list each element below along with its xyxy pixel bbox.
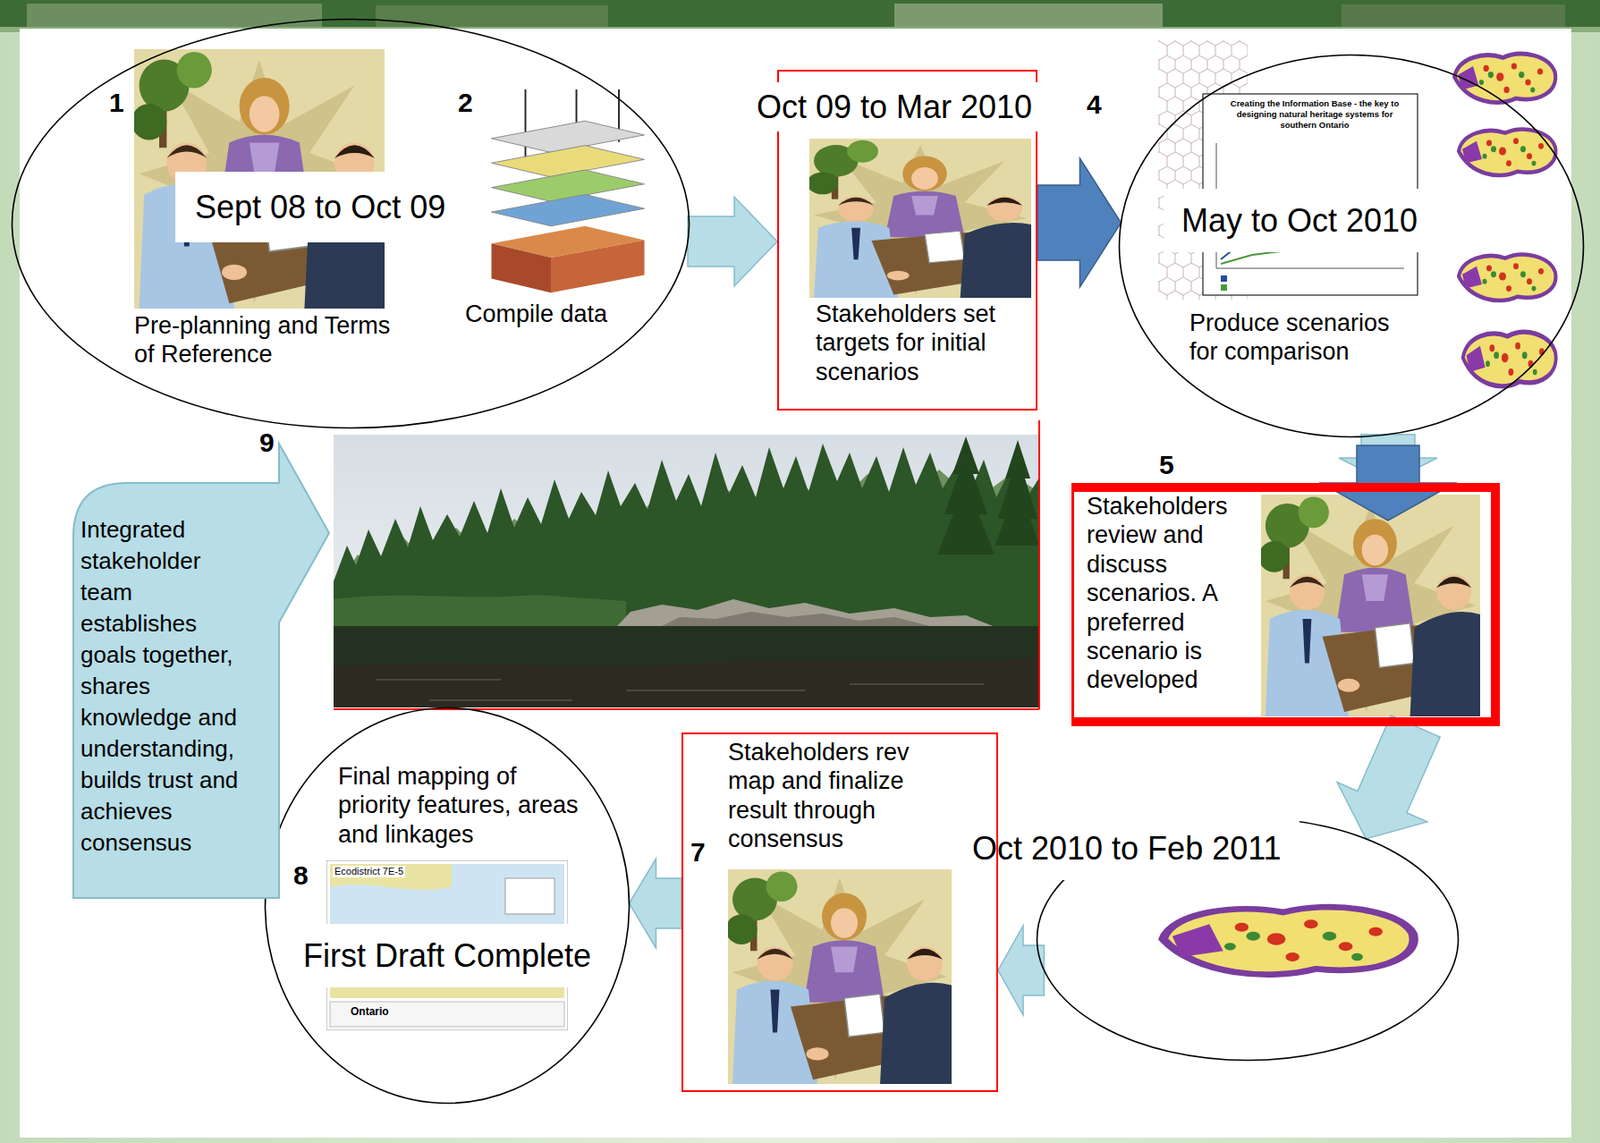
callout-number: 1	[109, 87, 125, 119]
header-band	[0, 0, 1600, 33]
arrow-outline	[73, 443, 330, 898]
water-ripples	[375, 679, 984, 701]
map-logo: Ontario	[350, 1005, 390, 1018]
step-caption: Final mapping of priority features, area…	[338, 761, 587, 849]
map-title: Ecodistrict 7E-5	[332, 865, 406, 878]
step-box: Oct 09 to Mar 2010Stakeholders set targe…	[777, 69, 1038, 411]
date-box: May to Oct 2010	[1163, 188, 1436, 253]
lake-water	[333, 626, 1040, 708]
step-box: Stakeholders rev map and finalize result…	[681, 732, 999, 1093]
block-arrow	[1337, 715, 1440, 839]
step-caption: Stakeholders set targets for initial sce…	[815, 299, 1031, 387]
phase-ellipse: Sept 08 to Oct 09 Pre-planning and Terms …	[10, 17, 691, 430]
status-box: First Draft Complete	[285, 923, 610, 988]
header-photo	[375, 5, 609, 27]
step-box: Stakeholders review and discuss scenario…	[1071, 482, 1500, 727]
phase-ellipse: Oct 2010 to Feb 2011	[1035, 816, 1460, 1062]
scenario-map	[1454, 53, 1556, 102]
callout-number: 9	[259, 427, 275, 459]
callout-number: 2	[457, 87, 474, 119]
tall-pine	[937, 436, 995, 555]
rock-shade	[661, 611, 931, 627]
step-caption: Produce scenarios for comparison	[1189, 308, 1405, 367]
date-box: Sept 08 to Oct 09	[175, 171, 466, 243]
meeting-clipart	[726, 869, 953, 1084]
callout-number: 8	[293, 860, 309, 892]
red-rule	[333, 420, 1040, 710]
callout-number: 7	[690, 837, 706, 869]
block-arrow	[628, 858, 682, 949]
callout-number: 5	[1159, 449, 1175, 482]
callout-number: 4	[1086, 89, 1102, 121]
data-layers-figure	[491, 89, 645, 293]
process-arrow: Integrated stakeholder team establishes …	[73, 443, 333, 898]
meeting-clipart	[807, 138, 1032, 298]
step-caption: Compile data	[465, 299, 635, 329]
chart-title: Creating the Information Base - the key …	[1220, 98, 1409, 131]
scenario-map	[1458, 254, 1556, 301]
header-photo	[894, 3, 1163, 27]
meeting-clipart	[1259, 494, 1481, 717]
ellipse-line	[1119, 55, 1584, 438]
step-caption: Pre-planning and Terms of Reference	[134, 311, 394, 370]
step-caption: Stakeholders rev map and finalize result…	[728, 737, 948, 855]
photo-sky	[333, 434, 1040, 708]
slide-panel	[19, 28, 1572, 1138]
ellipse-line	[265, 708, 630, 1104]
block-arrow	[1037, 158, 1121, 288]
lake-photo	[333, 434, 1040, 708]
tall-pine	[994, 440, 1040, 546]
water-reflection	[333, 626, 1040, 667]
step-caption: Stakeholders review and discuss scenario…	[1086, 491, 1262, 695]
phase-ellipse: Final mapping of priority features, area…	[263, 706, 631, 1105]
chart-axis	[1216, 268, 1405, 270]
scenario-map	[1463, 331, 1557, 386]
shore-trees	[333, 594, 627, 627]
pine-forest	[333, 443, 1040, 627]
header-photo	[1341, 4, 1566, 27]
chart-key	[1220, 284, 1228, 291]
date-heading: Oct 09 to Mar 2010	[747, 82, 1042, 132]
date-box: Oct 2010 to Feb 2011	[954, 816, 1300, 881]
chart-key	[1220, 275, 1228, 282]
scenario-map	[1163, 906, 1414, 974]
step-caption: Integrated stakeholder team establishes …	[80, 514, 251, 859]
block-arrow	[687, 196, 778, 287]
ellipse-line	[12, 19, 690, 429]
rocks	[617, 599, 993, 627]
